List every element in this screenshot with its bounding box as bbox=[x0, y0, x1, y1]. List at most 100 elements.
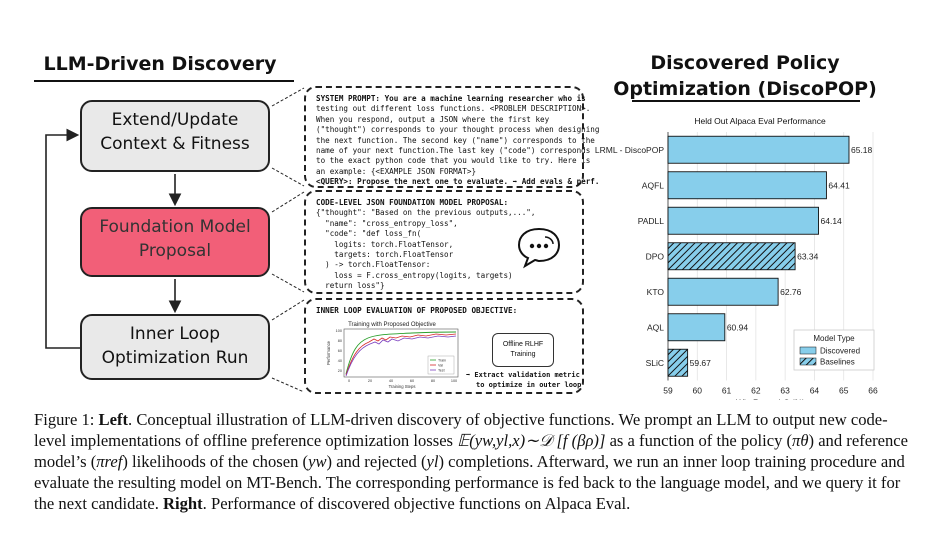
mini-plot-title: Training with Proposed Objective bbox=[348, 322, 436, 328]
x-tick-label: 61 bbox=[722, 386, 732, 396]
x-axis-label: Win Rate - LC (%) bbox=[736, 398, 805, 401]
caption-math-5: yl bbox=[426, 452, 439, 471]
code-line: {"thought": "Based on the previous outpu… bbox=[316, 208, 536, 218]
foundation-box-line-1: Foundation Model bbox=[99, 217, 251, 237]
inner-box-line-1: Inner Loop bbox=[129, 324, 221, 344]
legend-title: Model Type bbox=[813, 334, 855, 343]
mini-ylabel: Performance bbox=[326, 340, 331, 365]
mini-legend-label: Test bbox=[438, 369, 445, 373]
mini-plot-train-line bbox=[345, 331, 457, 375]
bar-lrml-discopop bbox=[667, 135, 850, 164]
mini-xtick: 0 bbox=[348, 379, 350, 383]
x-tick-label: 60 bbox=[693, 386, 703, 396]
caption-text-1: . Conceptual illustration of LLM-driven … bbox=[34, 410, 888, 450]
caption-right-bold: Right bbox=[163, 494, 203, 513]
mini-ytick: 60 bbox=[338, 349, 342, 353]
system-prompt-line: testing out different loss functions. <P… bbox=[316, 104, 591, 114]
code-line: targets: torch.FloatTensor bbox=[316, 250, 454, 260]
foundation-model-box: Foundation Model Proposal bbox=[80, 207, 270, 277]
x-tick-label: 62 bbox=[751, 386, 761, 396]
right-panel-title: Discovered Policy Optimization (DiscoPOP… bbox=[610, 50, 880, 102]
right-title-line-2: Optimization (DiscoPOP) bbox=[613, 78, 877, 100]
legend-label: Baselines bbox=[820, 358, 855, 367]
category-label: KTO bbox=[647, 287, 665, 297]
offline-line-1: Offline RLHF bbox=[502, 341, 544, 348]
system-prompt-box: SYSTEM PROMPT: You are a machine learnin… bbox=[304, 86, 600, 188]
left-panel-title: LLM-Driven Discovery bbox=[43, 53, 277, 75]
code-line: return loss"} bbox=[316, 281, 385, 291]
mini-legend-label: Val bbox=[438, 364, 443, 368]
mini-xtick: 60 bbox=[410, 379, 414, 383]
bar-slic bbox=[667, 348, 689, 377]
system-prompt-line: SYSTEM PROMPT: You are a machine learnin… bbox=[316, 94, 586, 103]
value-label: 59.67 bbox=[690, 358, 712, 368]
system-prompt-line: When you respond, output a JSON where th… bbox=[316, 114, 550, 124]
training-mini-plot: Training with Proposed Objective 100 80 … bbox=[326, 322, 459, 389]
mini-legend-label: Train bbox=[438, 359, 446, 363]
figure-caption: Figure 1: Left. Conceptual illustration … bbox=[34, 409, 914, 514]
arrow-feedback-loop bbox=[45, 128, 80, 349]
inner-box-line-2: Optimization Run bbox=[101, 348, 249, 368]
caption-text-3: ) and reference model’s ( bbox=[34, 431, 908, 471]
system-prompt-line: an example: {<EXAMPLE JSON FORMAT>} bbox=[316, 166, 477, 176]
mini-ytick: 100 bbox=[336, 329, 342, 333]
value-label: 62.76 bbox=[780, 287, 802, 297]
caption-text-2: as a function of the policy ( bbox=[605, 431, 793, 450]
mini-xtick: 20 bbox=[368, 379, 372, 383]
code-line: logits: torch.FloatTensor, bbox=[316, 239, 454, 249]
caption-math-3: πref bbox=[96, 452, 123, 471]
category-label: AQFL bbox=[642, 180, 664, 190]
extract-metric-text: ➡ Extract validation metric to optimize … bbox=[466, 370, 581, 390]
caption-left-bold: Left bbox=[98, 410, 129, 429]
offline-rlhf-box: Offline RLHF Training bbox=[492, 333, 554, 367]
value-label: 63.34 bbox=[797, 251, 819, 261]
mini-ytick: 20 bbox=[338, 369, 342, 373]
legend-swatch-baselines bbox=[799, 357, 817, 366]
x-tick-label: 66 bbox=[868, 386, 878, 396]
caption-text-6: ) completions. Afterward, we run an inne… bbox=[34, 452, 905, 513]
bar-dpo bbox=[667, 242, 796, 271]
value-label: 65.18 bbox=[851, 145, 873, 155]
value-label: 64.41 bbox=[828, 180, 850, 190]
system-prompt-line: ("thought") corresponds to your thought … bbox=[316, 125, 600, 135]
caption-text-4: ) likelihoods of the chosen ( bbox=[122, 452, 309, 471]
left-title-underline bbox=[34, 80, 294, 82]
caption-math-1: 𝔼(yw,yl,x)∼𝒟 [f (βρ)] bbox=[457, 431, 606, 450]
code-line: ) -> torch.FloatTensor: bbox=[316, 260, 431, 270]
legend-label: Discovered bbox=[820, 347, 860, 356]
right-title-underline bbox=[632, 100, 860, 102]
mini-xtick: 100 bbox=[451, 379, 457, 383]
category-label: DPO bbox=[646, 251, 665, 261]
bar-kto bbox=[667, 277, 779, 306]
extend-box-line-1: Extend/Update bbox=[111, 110, 239, 130]
mini-xtick: 40 bbox=[389, 379, 393, 383]
bar-aql bbox=[667, 313, 726, 342]
bar-aqfl bbox=[667, 171, 827, 200]
category-label: LRML - DiscoPOP bbox=[595, 145, 664, 155]
x-tick-label: 59 bbox=[663, 386, 673, 396]
category-label: SLiC bbox=[646, 358, 664, 368]
system-prompt-line: to the exact python code that you would … bbox=[316, 156, 591, 166]
legend-swatch-discovered bbox=[799, 346, 817, 355]
caption-math-4: yw bbox=[308, 452, 327, 471]
mini-ytick: 80 bbox=[338, 339, 342, 343]
code-line: CODE-LEVEL JSON FOUNDATION MODEL PROPOSA… bbox=[316, 198, 509, 207]
caption-text-7: . Performance of discovered objective fu… bbox=[202, 494, 631, 513]
system-prompt-line: <QUERY>: Propose the next one to evaluat… bbox=[316, 177, 600, 187]
bar-padll bbox=[667, 206, 819, 235]
system-prompt-line: the next function. The second key ("name… bbox=[316, 135, 595, 145]
flow-arrows bbox=[45, 87, 305, 393]
inner-loop-eval-box: INNER LOOP EVALUATION OF PROPOSED OBJECT… bbox=[304, 298, 584, 394]
extend-box-line-2: Context & Fitness bbox=[100, 134, 250, 154]
extract-line-2: to optimize in outer loop bbox=[476, 381, 582, 389]
inner-eval-title: INNER LOOP EVALUATION OF PROPOSED OBJECT… bbox=[316, 306, 518, 315]
caption-math-2: πθ bbox=[792, 431, 809, 450]
value-label: 64.14 bbox=[821, 216, 843, 226]
chat-bubble-icon bbox=[517, 227, 561, 269]
extract-line-1: ➡ Extract validation metric bbox=[466, 371, 580, 379]
category-label: PADLL bbox=[638, 216, 665, 226]
caption-fig-label: Figure 1: bbox=[34, 410, 95, 429]
value-label: 60.94 bbox=[727, 322, 749, 332]
x-tick-label: 63 bbox=[780, 386, 790, 396]
bar-chart: 5960616263646566Win Rate - LC (%)LRML - … bbox=[595, 132, 878, 401]
